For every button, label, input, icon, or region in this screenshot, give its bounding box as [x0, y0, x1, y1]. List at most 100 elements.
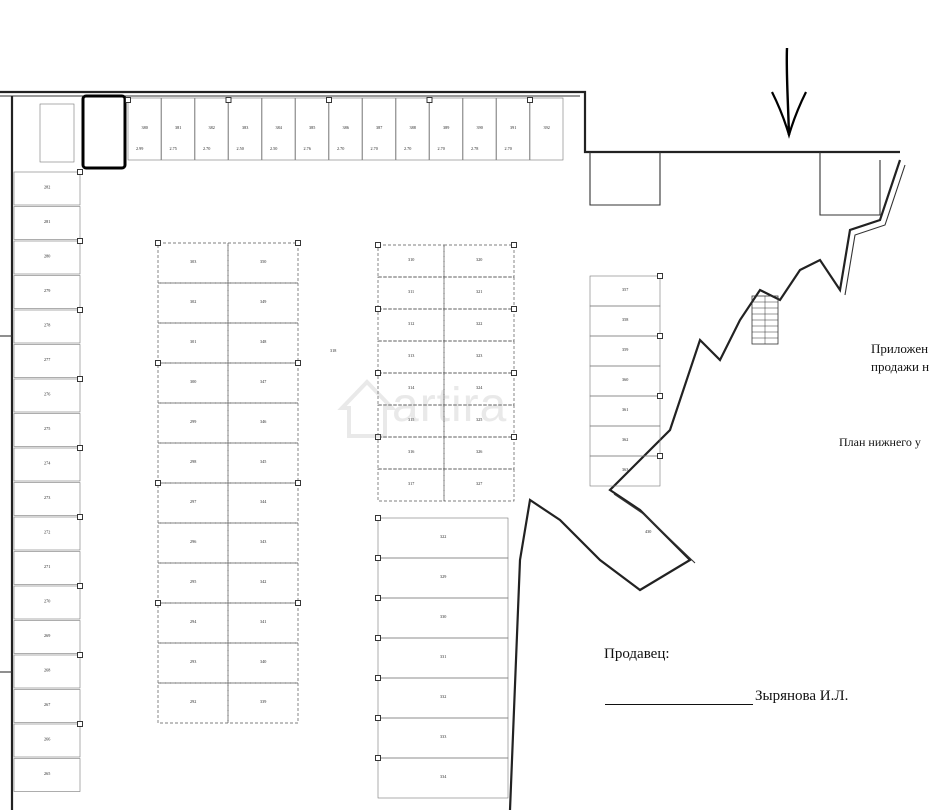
parking-space: 281: [13, 206, 81, 240]
column-marker: [375, 515, 381, 521]
space-number: 345: [260, 459, 266, 464]
parking-space: 380: [127, 97, 162, 161]
column-marker: [77, 652, 83, 658]
parking-space: 343: [227, 522, 299, 564]
space-number: 298: [190, 459, 196, 464]
parking-space: 391: [496, 97, 530, 161]
space-number: 343: [260, 539, 266, 544]
hall-label: 318: [330, 348, 336, 353]
parking-space: 271: [13, 551, 81, 585]
space-width: 2.50: [270, 146, 277, 151]
signature-line: [605, 704, 753, 705]
space-number: 323: [476, 353, 482, 358]
parking-space: 388: [395, 97, 430, 161]
arrow-icon: [771, 47, 807, 139]
parking-space: 340: [227, 642, 299, 684]
parking-space: 272: [13, 516, 81, 551]
column-marker: [77, 514, 83, 520]
column-marker: [295, 360, 301, 366]
space-number: 324: [476, 385, 483, 390]
parking-space: 300: [157, 362, 229, 404]
parking-space: 278: [13, 309, 81, 344]
column-marker: [375, 635, 381, 641]
column-marker: [375, 434, 381, 440]
parking-space: 384: [261, 97, 296, 161]
column-marker: [295, 480, 301, 486]
parking-space: 298: [157, 442, 229, 484]
plan-title: План нижнего у: [839, 435, 921, 449]
space-number: 316: [408, 449, 414, 454]
space-number: 280: [44, 254, 50, 259]
parking-space: 270: [13, 585, 81, 620]
parking-space: 359: [589, 335, 661, 367]
space-number: 320: [476, 257, 482, 262]
space-number: 348: [260, 339, 266, 344]
space-number: 270: [44, 599, 50, 604]
parking-space: 293: [157, 642, 229, 684]
space-width: 2.70: [438, 146, 445, 151]
column-marker: [527, 97, 533, 103]
space-width: 2.70: [404, 146, 411, 151]
space-number: 297: [190, 499, 196, 504]
parking-space: 358: [589, 305, 661, 337]
parking-space: 282: [13, 171, 81, 206]
parking-space: 265: [13, 758, 81, 792]
parking-space: 387: [362, 97, 396, 161]
space-number: 360: [622, 377, 628, 382]
appendix-line-1: Приложен: [871, 341, 929, 356]
space-number: 387: [376, 125, 382, 130]
parking-space: 274: [13, 447, 81, 482]
watermark: artira: [337, 370, 597, 450]
parking-space: 329: [377, 557, 509, 599]
parking-space: 269: [13, 620, 81, 654]
space-width: 2.75: [170, 146, 177, 151]
space-number: 326: [476, 449, 482, 454]
parking-space: 310: [377, 244, 445, 278]
column-marker: [511, 306, 517, 312]
parking-space: 295: [157, 562, 229, 604]
column-marker: [77, 169, 83, 175]
space-number: 362: [622, 437, 628, 442]
parking-space: 296: [157, 522, 229, 564]
space-number: 296: [190, 539, 196, 544]
space-number: 269: [44, 633, 50, 638]
space-number: 325: [476, 417, 482, 422]
space-number: 385: [309, 125, 315, 130]
parking-space: 381: [161, 97, 195, 161]
parking-space: 292: [157, 682, 229, 724]
column-marker: [375, 242, 381, 248]
space-width: 2.70: [203, 146, 210, 151]
parking-space: 331: [377, 637, 509, 679]
parking-space: 350: [227, 242, 299, 284]
space-number: 389: [443, 125, 449, 130]
parking-space: 341: [227, 602, 299, 644]
parking-space: 311: [377, 276, 445, 310]
appendix-note: Приложен продажи н: [871, 340, 929, 376]
space-number: 382: [209, 125, 215, 130]
column-marker: [375, 555, 381, 561]
parking-space: 320: [443, 244, 515, 278]
parking-space: 349: [227, 282, 299, 324]
space-number: 331: [440, 654, 446, 659]
space-number: 312: [408, 321, 414, 326]
column-marker: [77, 307, 83, 313]
appendix-line-2: продажи н: [871, 359, 930, 374]
parking-space: 363: [589, 455, 661, 487]
left-column-spaces: 2822812802792782772762752742732722712702…: [13, 169, 83, 792]
parking-space: 339: [227, 682, 299, 724]
space-number: 279: [44, 288, 50, 293]
parking-space: 392: [529, 97, 564, 161]
space-number: 267: [44, 702, 50, 707]
space-number: 310: [408, 257, 414, 262]
space-number: 384: [276, 125, 283, 130]
space-number: 381: [175, 125, 181, 130]
space-number: 272: [44, 530, 50, 535]
column-marker: [375, 675, 381, 681]
parking-space: 344: [227, 482, 299, 524]
parking-space: 280: [13, 240, 81, 275]
space-number: 361: [622, 407, 628, 412]
column-marker: [155, 240, 161, 246]
space-number: 391: [510, 125, 516, 130]
space-number: 313: [408, 353, 414, 358]
